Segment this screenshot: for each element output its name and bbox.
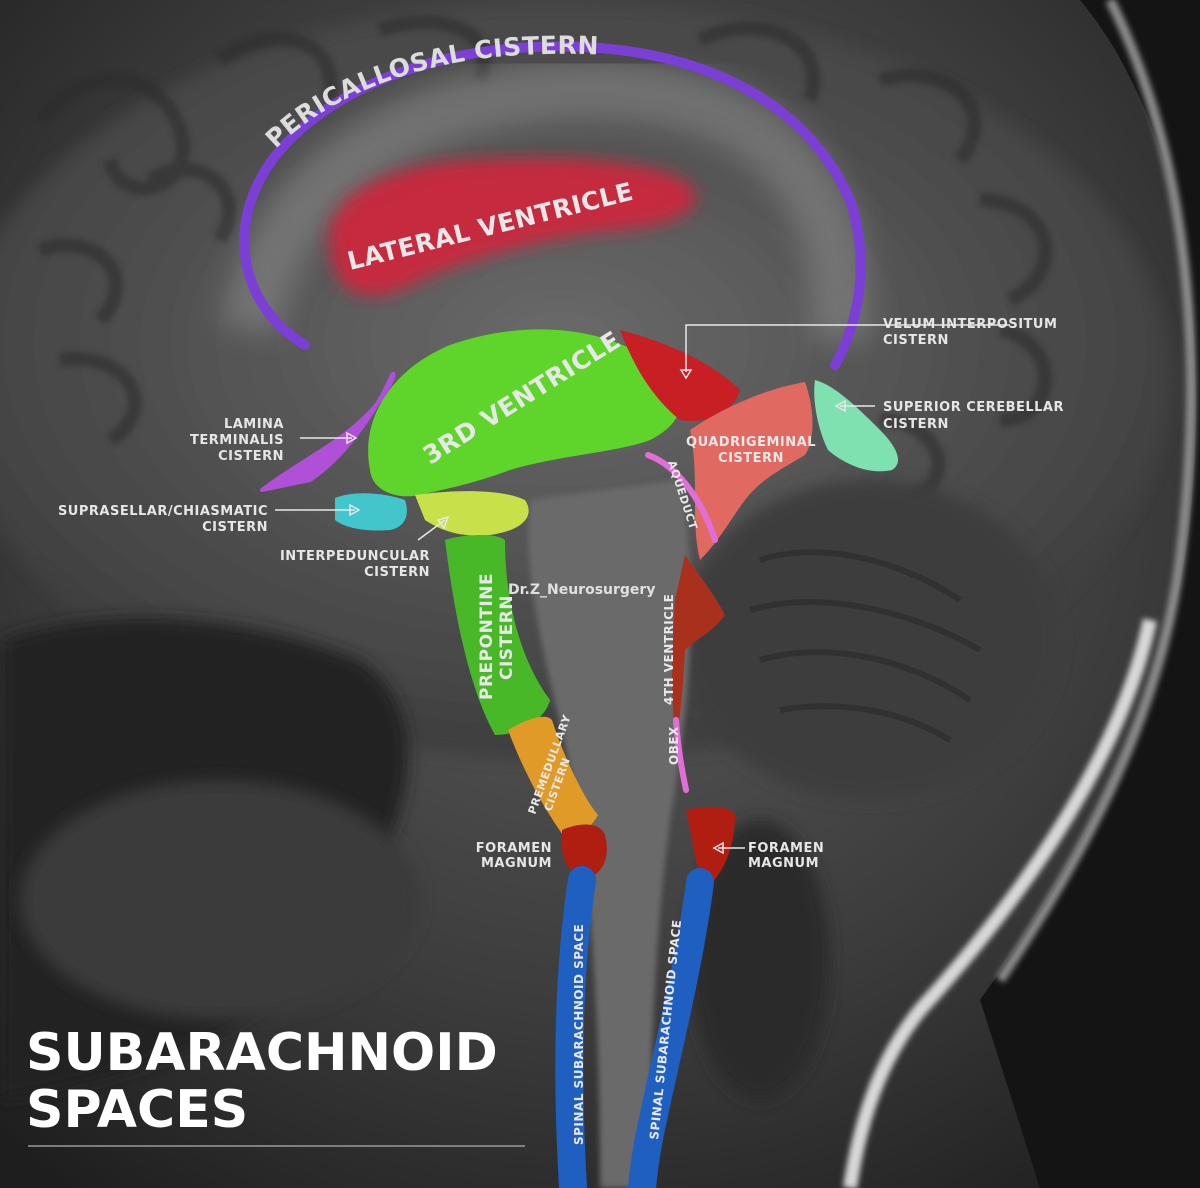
label-interpeduncular-line1: INTERPEDUNCULAR: [280, 549, 430, 564]
label-foramen-left-line1: FORAMEN: [476, 841, 552, 856]
watermark: Dr.Z_Neurosurgery: [508, 582, 655, 598]
label-velum-interpositum-line2: CISTERN: [883, 333, 949, 348]
label-superior-cerebellar-line2: CISTERN: [883, 417, 949, 432]
label-fourth-ventricle: 4TH VENTRICLE: [662, 594, 676, 705]
label-lamina-line2: TERMINALIS: [190, 433, 284, 448]
title-line2: SPACES: [26, 1080, 248, 1140]
label-suprasellar-line2: CISTERN: [202, 520, 268, 535]
label-suprasellar-line1: SUPRASELLAR/CHIASMATIC: [58, 504, 268, 519]
label-foramen-right-line1: FORAMEN: [748, 841, 824, 856]
label-prepontine-line2: CISTERN: [497, 595, 517, 680]
label-foramen-left-line2: MAGNUM: [481, 856, 552, 871]
label-spinal-left: SPINAL SUBARACHNOID SPACE: [572, 924, 586, 1145]
region-suprasellar-cistern: [335, 493, 407, 530]
label-obex: OBEX: [667, 726, 681, 765]
label-quadrigeminal-line2: CISTERN: [718, 451, 784, 466]
label-velum-interpositum-line1: VELUM INTERPOSITUM: [883, 317, 1057, 332]
label-quadrigeminal-line1: QUADRIGEMINAL: [686, 435, 816, 450]
label-prepontine-line1: PREPONTINE: [477, 573, 497, 700]
label-lamina-line1: LAMINA: [224, 417, 284, 432]
label-lamina-line3: CISTERN: [218, 449, 284, 464]
label-superior-cerebellar-line1: SUPERIOR CEREBELLAR: [883, 400, 1064, 415]
label-interpeduncular-line2: CISTERN: [364, 565, 430, 580]
title-line1: SUBARACHNOID: [26, 1023, 498, 1083]
label-foramen-right-line2: MAGNUM: [748, 856, 819, 871]
